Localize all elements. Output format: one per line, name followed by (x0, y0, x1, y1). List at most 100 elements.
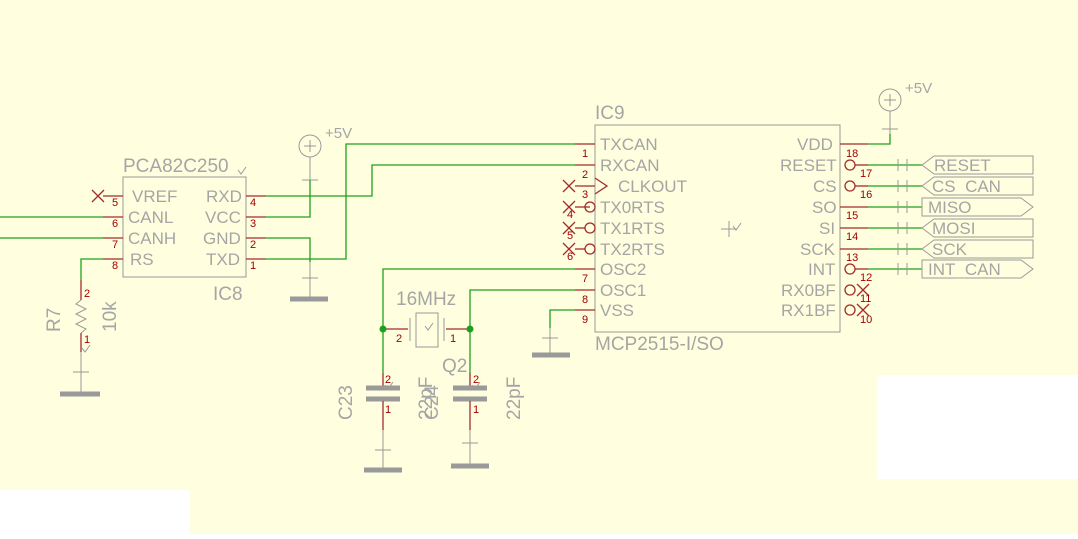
supply-5v-ic8-label: +5V (325, 125, 352, 142)
q2-origin-mark (424, 322, 434, 331)
wire-gnd (266, 237, 311, 262)
svg-text:10: 10 (860, 314, 872, 326)
svg-text:4: 4 (567, 209, 573, 221)
supply-5v-ic8[interactable]: +5V (298, 125, 352, 181)
svg-text:VREF: VREF (132, 187, 177, 206)
svg-text:RESET: RESET (780, 156, 837, 175)
ground-c24 (451, 430, 489, 469)
junction-osc2 (379, 325, 387, 333)
svg-text:3: 3 (582, 189, 588, 201)
ic9-value: MCP2515-I/SO (595, 334, 724, 355)
svg-text:6: 6 (567, 251, 573, 263)
svg-text:9: 9 (582, 314, 588, 326)
net-label-cs-can[interactable]: CS_CAN (921, 176, 1034, 196)
c24-pin2: 2 (473, 374, 479, 386)
q2-value: 16MHz (396, 289, 456, 310)
ic9-pin-rx0bf: 11 RX0BF (781, 281, 871, 305)
svg-text:4: 4 (250, 197, 256, 209)
r7-name: R7 (44, 308, 65, 332)
svg-text:MISO: MISO (928, 198, 971, 217)
svg-text:CANH: CANH (128, 229, 176, 248)
svg-text:TXD: TXD (206, 250, 240, 269)
ic9[interactable]: IC9 MCP2515-I/SO 1 TXCAN 2 RXCAN 3 CLKOU… (562, 103, 872, 355)
wire-vss (549, 309, 575, 328)
ground-ic9-vss (532, 328, 570, 358)
svg-text:SI: SI (819, 219, 835, 238)
svg-text:5: 5 (567, 230, 573, 242)
c23[interactable]: 2 1 C23 22pF (336, 373, 437, 430)
svg-text:TX1RTS: TX1RTS (600, 219, 665, 238)
ic9-pin-tx2rts: 6 TX2RTS (562, 240, 665, 263)
ic9-pin-osc1: 8 OSC1 (575, 281, 646, 306)
ic8[interactable]: PCA82C250 IC8 5 VREF 6 CANL 7 CANH 8 RS (91, 156, 266, 305)
c23-name: C23 (336, 385, 357, 420)
svg-text:SCK: SCK (800, 240, 836, 259)
svg-text:5: 5 (112, 197, 118, 209)
svg-text:8: 8 (582, 294, 588, 306)
ic9-pin-osc2: 7 OSC2 (575, 260, 646, 285)
ic8-pin-txd: 1 TXD (206, 250, 266, 272)
ic8-pin-vcc: 3 VCC (205, 208, 266, 230)
wire-vcc (266, 180, 311, 218)
svg-text:MOSI: MOSI (932, 219, 975, 238)
r7-origin-mark (81, 344, 91, 353)
wires (0, 134, 922, 373)
svg-text:8: 8 (112, 260, 118, 272)
q2[interactable]: 16MHz 2 1 Q2 (383, 289, 470, 377)
svg-text:16: 16 (860, 189, 872, 201)
svg-text:13: 13 (846, 252, 858, 264)
svg-text:RX0BF: RX0BF (781, 281, 836, 300)
c24-pin1: 1 (473, 404, 479, 416)
svg-text:GND: GND (203, 229, 241, 248)
supply-5v-ic9[interactable]: +5V (878, 80, 932, 134)
net-label-sck[interactable]: SCK (921, 239, 1034, 259)
svg-text:7: 7 (112, 239, 118, 251)
ic9-pin-rxcan: 2 RXCAN (575, 156, 660, 181)
svg-text:INT: INT (808, 260, 835, 279)
svg-text:TX2RTS: TX2RTS (600, 240, 665, 259)
ic8-value: PCA82C250 (123, 156, 229, 177)
svg-text:SCK: SCK (932, 240, 968, 259)
svg-text:INT_CAN: INT_CAN (928, 260, 1001, 279)
r7-pin2: 2 (84, 288, 90, 300)
svg-text:OSC2: OSC2 (600, 260, 646, 279)
r7[interactable]: 2 1 R7 10k (44, 280, 121, 353)
svg-text:17: 17 (860, 168, 872, 180)
ic9-pin-cs: 16 CS (813, 177, 872, 201)
net-label-miso[interactable]: MISO (921, 197, 1034, 217)
svg-text:15: 15 (846, 210, 858, 222)
net-label-reset[interactable]: RESET (921, 155, 1034, 175)
ic8-pin-vref: 5 VREF (91, 187, 177, 209)
ic9-pin-tx1rts: 5 TX1RTS (562, 219, 665, 242)
ic9-pin-txcan: 1 TXCAN (575, 135, 658, 160)
ic8-name: IC8 (213, 284, 243, 305)
blank-area-bottom-left (0, 490, 190, 534)
c24[interactable]: 2 1 C24 22pF (422, 373, 525, 430)
net-label-int-can[interactable]: INT_CAN (921, 259, 1034, 279)
svg-text:CANL: CANL (128, 208, 173, 227)
svg-text:SO: SO (812, 198, 837, 217)
ground-c23 (364, 430, 402, 473)
net-label-mosi[interactable]: MOSI (921, 218, 1034, 238)
ground-ic8 (290, 262, 328, 302)
ic8-pin-rs: 8 RS (103, 250, 154, 272)
svg-text:6: 6 (112, 218, 118, 230)
svg-text:18: 18 (846, 148, 858, 160)
ic8-pin-rxd: 4 RXD (206, 187, 266, 209)
supply-5v-ic9-label: +5V (905, 80, 932, 97)
c23-pin2: 2 (385, 374, 391, 386)
c23-pin1: 1 (385, 404, 391, 416)
r7-value: 10k (100, 301, 121, 332)
ic9-name: IC9 (595, 103, 625, 124)
q2-name: Q2 (442, 356, 467, 377)
svg-text:RX1BF: RX1BF (781, 301, 836, 320)
svg-text:7: 7 (582, 273, 588, 285)
c24-value: 22pF (504, 377, 525, 420)
c23-value: 22pF (416, 377, 437, 420)
ic8-pin-canl: 6 CANL (103, 208, 173, 230)
wire-rxd-rxcan (266, 164, 575, 197)
wire-vdd (868, 134, 891, 145)
ic9-pin-int: 12 INT (808, 260, 872, 284)
ic8-origin-mark (237, 166, 247, 175)
